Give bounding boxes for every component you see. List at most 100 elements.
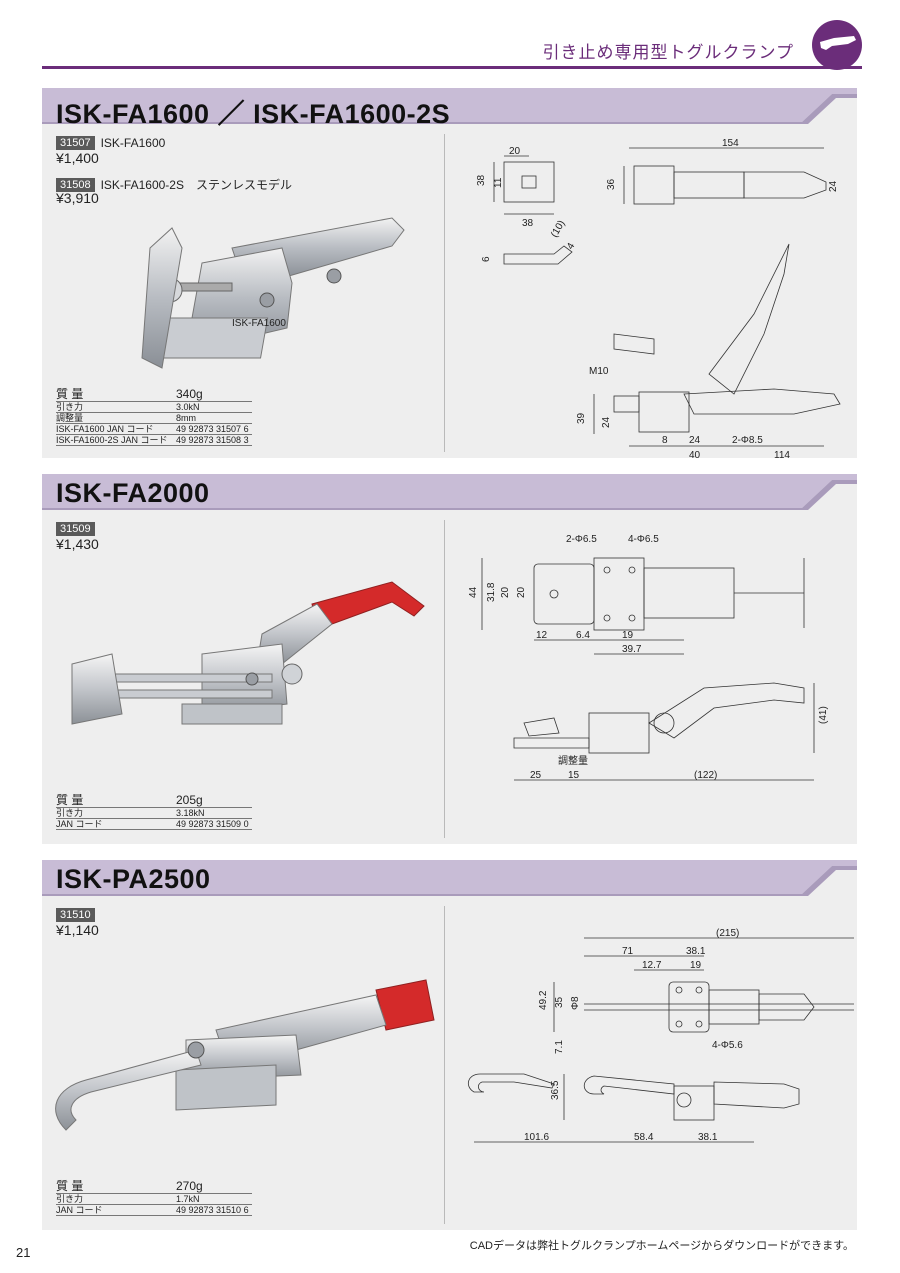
dimension-label: 24 bbox=[689, 435, 701, 446]
dimension-label: 38 bbox=[522, 218, 534, 229]
dimension-label: 6.4 bbox=[576, 630, 590, 641]
dimension-label: M10 bbox=[589, 366, 609, 377]
dimension-label: 19 bbox=[622, 630, 634, 641]
spec-key: JAN コード bbox=[56, 819, 103, 829]
dimension-label: 20 bbox=[509, 146, 521, 157]
product-code-line: 31509 bbox=[56, 522, 101, 536]
product-photo-fa1600: ISK-FA1600 bbox=[92, 208, 412, 383]
dimension-label: 8 bbox=[662, 435, 668, 446]
spec-value: 1.7kN bbox=[176, 1194, 200, 1204]
spec-key: JAN コード bbox=[56, 1205, 103, 1215]
product-photo-fa2000 bbox=[52, 574, 432, 759]
product-code-line: 31508 ISK-FA1600-2S ステンレスモデル bbox=[56, 176, 292, 193]
dimension-label: 36.5 bbox=[550, 1080, 561, 1100]
product-code-tag: 31507 bbox=[56, 136, 95, 150]
cad-download-note: CADデータは弊社トグルクランプホームページからダウンロードができます。 bbox=[469, 1240, 854, 1252]
page-category-title: 引き止め専用型トグルクランプ bbox=[542, 43, 794, 62]
header-rule bbox=[42, 66, 862, 69]
dimension-label: 20 bbox=[500, 586, 511, 598]
section-title: ISK-PA2500 bbox=[56, 864, 211, 894]
dimension-label: 39 bbox=[576, 412, 587, 424]
spec-key: ISK-FA1600-2S JAN コード bbox=[56, 435, 168, 445]
dimension-label: 19 bbox=[690, 960, 702, 971]
dimension-label: 49.2 bbox=[538, 990, 549, 1010]
spec-key: 質 量 bbox=[56, 387, 84, 401]
page-number: 21 bbox=[16, 1245, 31, 1260]
dimension-label: 4-Φ6.5 bbox=[628, 534, 659, 545]
product-code-tag: 31509 bbox=[56, 522, 95, 536]
dimension-label: 25 bbox=[530, 770, 542, 781]
dimension-label: 6 bbox=[481, 256, 492, 262]
product-price: ¥1,140 bbox=[56, 922, 99, 938]
spec-key: 質 量 bbox=[56, 1179, 84, 1193]
product-code-line: 31510 bbox=[56, 908, 101, 922]
spec-value: 49 92873 31509 0 bbox=[176, 819, 249, 829]
spec-value: 3.0kN bbox=[176, 402, 200, 412]
dimension-label: (215) bbox=[716, 928, 739, 939]
dimension-label: 4 bbox=[565, 241, 578, 252]
dimension-label: 12 bbox=[536, 630, 548, 641]
photo-stamp-label: ISK-FA1600 bbox=[232, 318, 286, 329]
spec-key: 引き力 bbox=[56, 808, 84, 818]
section-divider bbox=[444, 134, 445, 452]
technical-drawing-fa2000: 2-Φ6.5 4-Φ6.5 44 31.8 20 20 12 6.4 19 39… bbox=[454, 528, 854, 803]
page-header: 引き止め専用型トグルクランプ bbox=[42, 20, 862, 70]
spec-value: 3.18kN bbox=[176, 808, 205, 818]
dimension-label: 38.1 bbox=[686, 946, 706, 957]
dimension-label: (10) bbox=[549, 219, 567, 240]
section-divider bbox=[444, 520, 445, 838]
dimension-label: (41) bbox=[818, 706, 829, 724]
spec-value: 270g bbox=[176, 1179, 203, 1193]
product-price: ¥3,910 bbox=[56, 190, 99, 206]
product-section-fa1600: ISK-FA1600 ／ ISK-FA1600-2S 31507 ISK-FA1… bbox=[42, 88, 857, 461]
section-title: ISK-FA2000 bbox=[56, 478, 210, 508]
dimension-label: 36 bbox=[606, 178, 617, 190]
dimension-label: 40 bbox=[689, 450, 701, 461]
dimension-label: 38.1 bbox=[698, 1132, 718, 1143]
spec-table: 質 量 270g 引き力 1.7kN JAN コード 49 92873 31510 6 bbox=[56, 1178, 252, 1216]
dimension-label: 71 bbox=[622, 946, 634, 957]
dimension-label: 11 bbox=[493, 177, 504, 188]
dimension-label: 15 bbox=[568, 770, 580, 781]
spec-value: 49 92873 31508 3 bbox=[176, 435, 249, 445]
dimension-label: 24 bbox=[828, 180, 839, 192]
spec-value: 49 92873 31510 6 bbox=[176, 1205, 249, 1215]
dimension-label: 2-Φ6.5 bbox=[566, 534, 597, 545]
dimension-label: 2-Φ8.5 bbox=[732, 435, 763, 446]
technical-drawing-fa1600: 20 38 11 38 6 (10) 4 154 36 24 bbox=[454, 134, 854, 461]
dimension-label: 58.4 bbox=[634, 1132, 654, 1143]
technical-drawing-pa2500: (215) 71 38.1 12.7 19 49.2 35 Φ8 7.1 4-Φ… bbox=[454, 924, 854, 1169]
product-name: ISK-FA1600-2S ステンレスモデル bbox=[100, 178, 292, 192]
dimension-label: (122) bbox=[694, 770, 717, 781]
dimension-label: 35 bbox=[554, 996, 565, 1008]
product-code-line: 31507 ISK-FA1600 bbox=[56, 136, 165, 150]
spec-value: 340g bbox=[176, 387, 203, 401]
spec-value: 49 92873 31507 6 bbox=[176, 424, 249, 434]
dimension-label: 24 bbox=[601, 416, 612, 428]
product-price: ¥1,400 bbox=[56, 150, 99, 166]
section-title-band: ISK-FA2000 bbox=[42, 474, 857, 514]
section-title-band: ISK-FA1600 ／ ISK-FA1600-2S bbox=[42, 88, 857, 129]
dimension-label: 154 bbox=[722, 138, 739, 149]
dimension-label: 44 bbox=[468, 586, 479, 598]
dimension-label: 7.1 bbox=[554, 1040, 565, 1054]
section-divider bbox=[444, 906, 445, 1224]
clamp-category-icon bbox=[812, 20, 862, 70]
product-code-tag: 31510 bbox=[56, 908, 95, 922]
dimension-label: Φ8 bbox=[570, 996, 581, 1010]
dimension-label: 101.6 bbox=[524, 1132, 549, 1143]
spec-key: 調整量 bbox=[56, 413, 84, 423]
dimension-label: 39.7 bbox=[622, 644, 642, 655]
product-price: ¥1,430 bbox=[56, 536, 99, 552]
product-photo-pa2500 bbox=[46, 970, 436, 1145]
spec-key: ISK-FA1600 JAN コード bbox=[56, 424, 154, 434]
spec-key: 引き力 bbox=[56, 1194, 84, 1204]
dimension-label: 調整量 bbox=[558, 754, 588, 767]
dimension-label: 4-Φ5.6 bbox=[712, 1040, 743, 1051]
spec-key: 引き力 bbox=[56, 402, 84, 412]
dimension-label: 20 bbox=[516, 586, 527, 598]
product-name: ISK-FA1600 bbox=[100, 136, 166, 150]
